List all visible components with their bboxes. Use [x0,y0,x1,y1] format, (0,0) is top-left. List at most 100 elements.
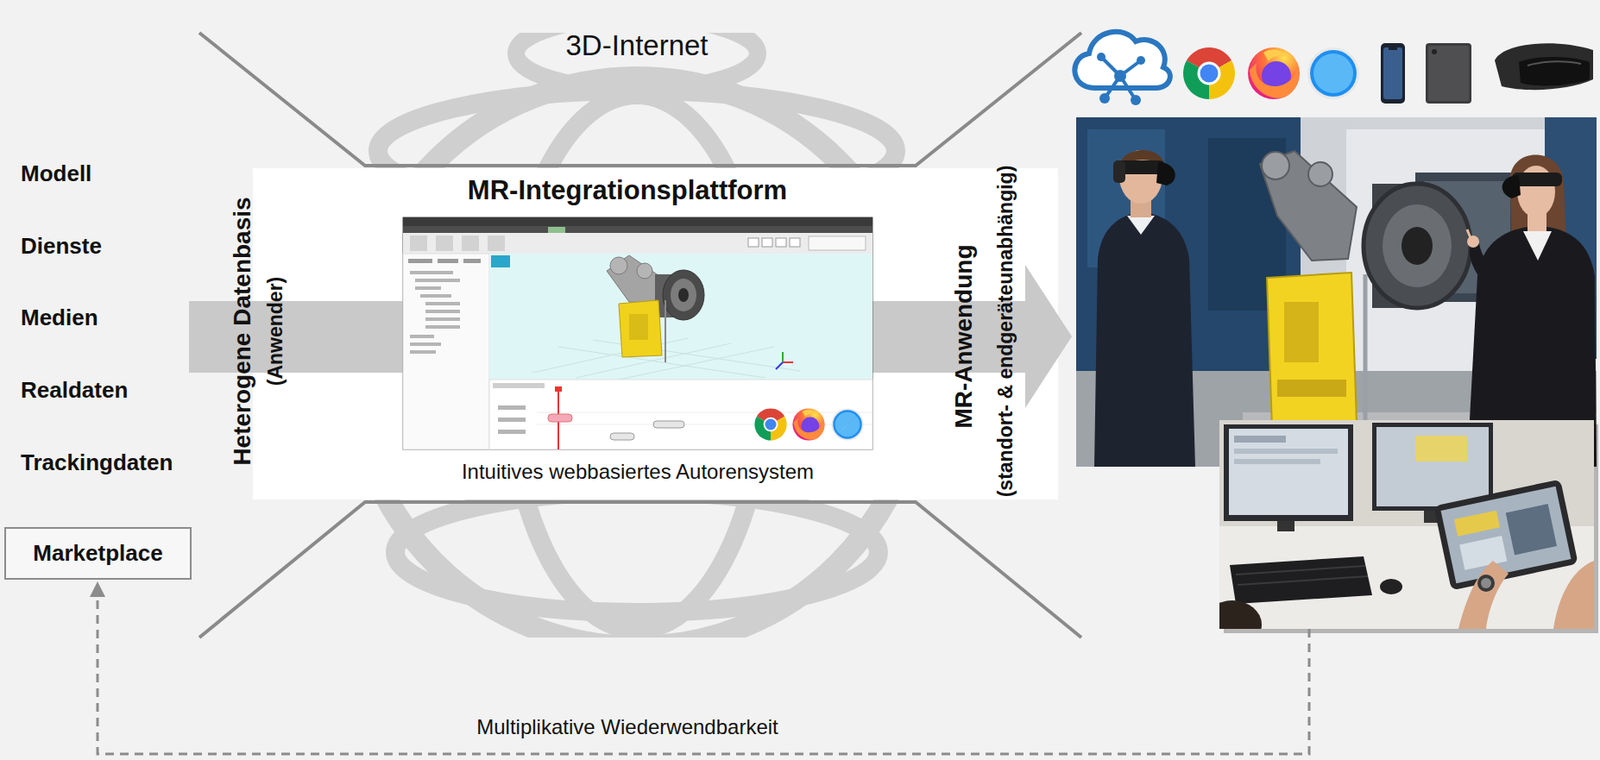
authoring-screenshot [435,235,454,252]
tablet-photo [1234,459,1321,465]
tablet-photo [1459,535,1507,571]
person-right [1467,229,1471,239]
authoring-screenshot [670,278,697,312]
authoring-screenshot [610,257,628,275]
input-label: Dienste [20,233,102,260]
authoring-screenshot [492,383,545,389]
authoring-screenshot [789,238,800,247]
person-right [1467,155,1597,468]
cloud-network-icon [1136,56,1146,65]
authoring-screenshot [425,302,460,306]
integration-panel: Heterogene Datenbasis(Anwender)MR-Integr… [252,168,1059,500]
funnel-lines [199,502,1082,638]
authoring-screenshot [403,217,873,227]
cloud-network-icon [1074,31,1170,89]
panel-caption: Intuitives webbasiertes Autorensystem [461,459,814,485]
authoring-screenshot [403,226,873,234]
authoring-screenshot [420,294,452,298]
box-label: Marketplace [32,541,163,567]
authoring-screenshot [463,258,481,264]
cloud-network-icon [1114,69,1127,82]
loop-label: Multiplikative Wiederwendbarkeit [476,715,778,740]
cloud-network-icon [1130,94,1141,106]
authoring-screenshot [415,286,441,290]
authoring-screenshot [487,235,505,252]
tablet-icon [1425,43,1472,104]
tablet-photo [1229,556,1373,605]
hologram-model [1266,272,1357,429]
authoring-screenshot [409,270,454,275]
authoring-screenshot [782,361,794,364]
illustration [831,408,863,441]
tablet-photo [1477,574,1495,593]
tablet-photo [1458,560,1509,630]
authoring-screenshot [606,255,662,304]
authoring-screenshot [409,235,428,252]
panel-input-subheading: (Anwender) [264,277,287,387]
input-label: Trackingdaten [20,450,173,477]
hologram-model [1277,379,1347,397]
tablet-photo [1441,486,1572,584]
phone-icon [1380,43,1405,104]
tablet-photo [1219,600,1262,630]
authoring-screenshot [409,334,435,339]
tablet-icon [1431,49,1437,55]
authoring-screenshot [461,235,479,252]
authoring-screenshot [536,412,873,414]
input-label: Realdaten [20,377,128,404]
authoring-screenshot [489,379,873,450]
tablet-icon [1425,43,1472,104]
tablet-icon [1428,45,1469,101]
authoring-screenshot [497,405,526,410]
authoring-screenshot [629,314,649,341]
illustration [792,408,825,441]
person-left [1127,215,1155,235]
hologram-model [1401,226,1433,265]
tablet-photo [1505,503,1557,555]
tablet-photo [1234,448,1338,454]
tablet-photo [1376,427,1489,507]
panel-output-subheading: (standort- & endgeräteunabhängig) [994,165,1017,498]
authoring-screenshot [425,317,460,322]
authoring-screenshot [437,258,459,264]
authoring-screenshot [409,342,441,347]
person-right [1502,175,1521,199]
cloud-network-icon [1096,52,1146,106]
tablet-photo [1219,420,1594,630]
authoring-screenshot [497,429,526,435]
hologram-model [1284,302,1319,363]
mr-photo [1076,117,1597,467]
tablet-photo [1277,521,1295,532]
authoring-screenshot [415,278,460,283]
hololens-icon [1494,43,1594,90]
globe-watermark [352,17,922,648]
tablet-photo [1223,424,1354,522]
authoring-screenshot [548,226,566,234]
cloud-network-icon [1096,52,1106,62]
person-right [1523,231,1552,261]
tablet-photo [1415,435,1468,462]
illustration [1183,47,1235,100]
hologram-model [1261,151,1290,180]
authoring-screenshot [497,417,526,423]
tablet-photo [1234,435,1286,443]
authoring-screenshot [664,300,667,363]
watermark-title: 3D-Internet [565,29,708,63]
phone-icon [1380,43,1405,104]
authoring-screenshot [808,236,866,251]
authoring-screenshot [775,362,783,370]
panel-output-heading: MR-Anwendung [950,244,978,429]
authoring-screenshot [403,253,490,450]
authoring-screenshot [781,352,784,363]
tablet-photo [1553,560,1594,630]
authoring-screenshot [548,414,573,423]
phone-icon [1388,47,1398,51]
authoring-screenshot [653,421,685,429]
mr-photo [1076,117,1597,467]
tablet-photo [1379,579,1403,595]
hologram-model [1308,162,1333,187]
reuse-loop [97,595,1310,755]
authoring-screenshot [403,217,873,450]
